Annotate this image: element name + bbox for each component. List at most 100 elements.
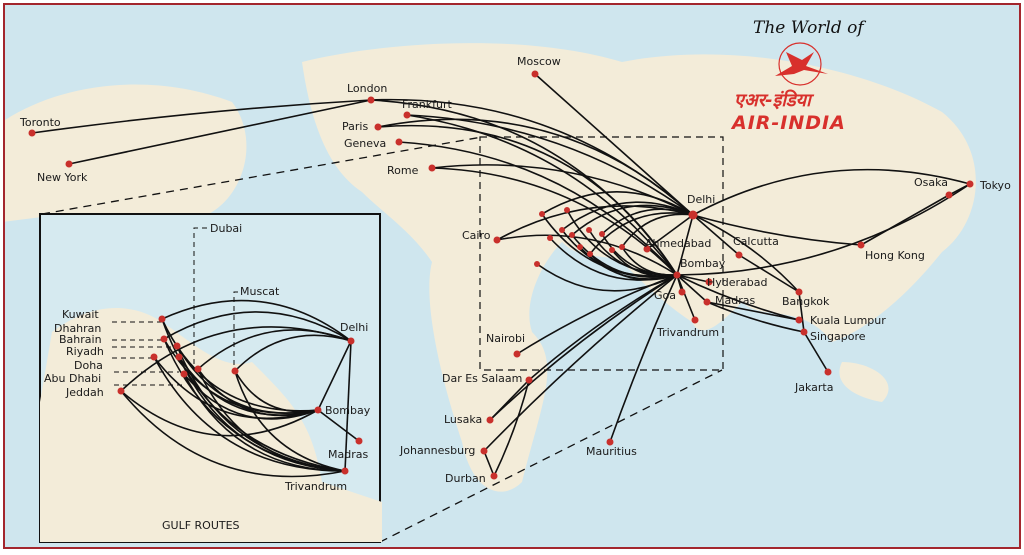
gulf-dot-doha: [175, 353, 183, 361]
inset-route-dhahran-delhi: [163, 311, 352, 342]
city-dot-durban: [490, 472, 498, 480]
city-dot-delhi: [688, 210, 698, 220]
gulf-label-bahrain: Bahrain: [59, 333, 102, 346]
inset-connector: [41, 136, 723, 543]
gulf-label-riyadh: Riyadh: [66, 345, 104, 358]
route-delhi-hong_kong: [692, 214, 862, 246]
gulf-city-dot: [569, 232, 575, 238]
city-dot-ahmedabad: [643, 245, 651, 253]
city-label-durban: Durban: [445, 472, 486, 485]
inset-route-abu_dhabi-bombay: [183, 373, 319, 420]
route-london-new_york: [68, 99, 372, 165]
route-delhi-calcutta: [692, 214, 740, 256]
city-label-tokyo: Tokyo: [979, 179, 1011, 192]
route-gulf-6-bombay: [589, 253, 678, 281]
gulf-city-dot: [609, 247, 615, 253]
inset-land: [40, 308, 382, 542]
route-map-canvas: LondonFrankfurtParisGenevaRomeTorontoNew…: [5, 18, 1011, 543]
route-bombay-johannesburg: [483, 274, 678, 452]
city-label-nairobi: Nairobi: [486, 332, 525, 345]
city-dot-geneva: [395, 138, 403, 146]
city-label-bombay: Bombay: [680, 257, 726, 270]
city-dot-paris: [374, 123, 382, 131]
inset-route-muscat-trivandrum: [234, 370, 346, 472]
inset-route-muscat-bombay: [234, 370, 319, 413]
gulf-dot-trivandrum: [341, 467, 349, 475]
gulf-label-delhi: Delhi: [340, 321, 368, 334]
city-label-goa: Goa: [654, 289, 676, 302]
gulf-city-dot: [577, 244, 583, 250]
inset-route-bombay-madras: [317, 409, 360, 442]
city-dot-rome: [428, 164, 436, 172]
city-dot-frankfurt: [403, 111, 411, 119]
route-cairo-bombay: [496, 234, 678, 276]
city-dot-hyderabad: [705, 278, 713, 286]
city-label-paris: Paris: [342, 120, 368, 133]
inset-route-riyadh-bombay: [153, 356, 319, 420]
gulf-label-dubai: Dubai: [210, 222, 242, 235]
leader-dubai: [193, 227, 207, 369]
city-dot-singapore: [800, 328, 808, 336]
route-lusaka-dar_es_salaam: [489, 379, 530, 421]
city-dots: [28, 70, 974, 480]
gulf-dot-dubai: [194, 365, 202, 373]
city-label-bangkok: Bangkok: [782, 295, 830, 308]
gulf-label-dhahran: Dhahran: [54, 322, 101, 335]
gulf-label-bombay: Bombay: [325, 404, 371, 417]
inset-title: GULF ROUTES: [162, 519, 240, 532]
route-gulf-0-delhi: [541, 191, 694, 216]
gulf-city-dot: [539, 211, 545, 217]
route-gulf-8-delhi: [621, 213, 694, 248]
city-label-dar-es-salaam: Dar Es Salaam: [442, 372, 522, 385]
route-bombay-mauritius: [609, 274, 678, 443]
city-label-kuala-lumpur: Kuala Lumpur: [810, 314, 886, 327]
city-label-london: London: [347, 82, 387, 95]
city-dot-london: [367, 96, 375, 104]
gulf-label-doha: Doha: [74, 359, 103, 372]
gulf-city-dot: [587, 251, 593, 257]
route-delhi-bangkok: [692, 214, 800, 293]
gulf-dot-jeddah: [117, 387, 125, 395]
city-dot-osaka: [945, 191, 953, 199]
route-london-bombay: [370, 99, 678, 276]
city-label-jakarta: Jakarta: [794, 381, 833, 394]
city-label-ahmedabad: Ahmedabad: [645, 237, 711, 250]
route-bombay-tokyo: [676, 183, 971, 276]
city-dot-madras: [703, 298, 711, 306]
city-label-madras: Madras: [715, 294, 755, 307]
city-dot-kuala-lumpur: [795, 316, 803, 324]
land-masses: [5, 43, 976, 492]
city-dot-toronto: [28, 129, 36, 137]
route-bombay-kuala_lumpur: [676, 274, 800, 321]
gulf-city-dot: [564, 207, 570, 213]
gulf-dot-abu-dhabi: [180, 370, 188, 378]
inset-route-jeddah-delhi: [120, 326, 352, 392]
city-dot-bangkok: [795, 288, 803, 296]
city-dot-lusaka: [486, 416, 494, 424]
route-geneva-bombay: [398, 141, 678, 276]
city-dot-tokyo: [966, 180, 974, 188]
city-label-moscow: Moscow: [517, 55, 561, 68]
city-dot-nairobi: [513, 350, 521, 358]
city-dot-dar-es-salaam: [525, 376, 533, 384]
route-singapore-jakarta: [803, 331, 829, 373]
gulf-dot-dhahran: [160, 335, 168, 343]
map-title: The World of: [753, 18, 866, 38]
brand-hindi: एअर-इंडिया: [734, 89, 815, 111]
brand-name: AIR-INDIA: [730, 112, 846, 134]
city-label-singapore: Singapore: [810, 330, 866, 343]
city-dot-hong-kong: [857, 241, 865, 249]
inset-route-dubai-bombay: [197, 368, 319, 417]
route-delhi-bombay: [676, 214, 694, 276]
city-label-mauritius: Mauritius: [586, 445, 637, 458]
city-label-lusaka: Lusaka: [444, 413, 482, 426]
gulf-dot-riyadh: [150, 353, 158, 361]
city-labels: LondonFrankfurtParisGenevaRomeTorontoNew…: [19, 55, 1011, 493]
route-bombay-dar_es_salaam: [528, 274, 678, 381]
gulf-label-madras: Madras: [328, 448, 368, 461]
city-dot-bombay: [673, 271, 681, 279]
gulf-city-dot: [534, 261, 540, 267]
city-label-geneva: Geneva: [344, 137, 386, 150]
inset-route-dubai-trivandrum: [197, 368, 346, 472]
city-label-rome: Rome: [387, 164, 419, 177]
